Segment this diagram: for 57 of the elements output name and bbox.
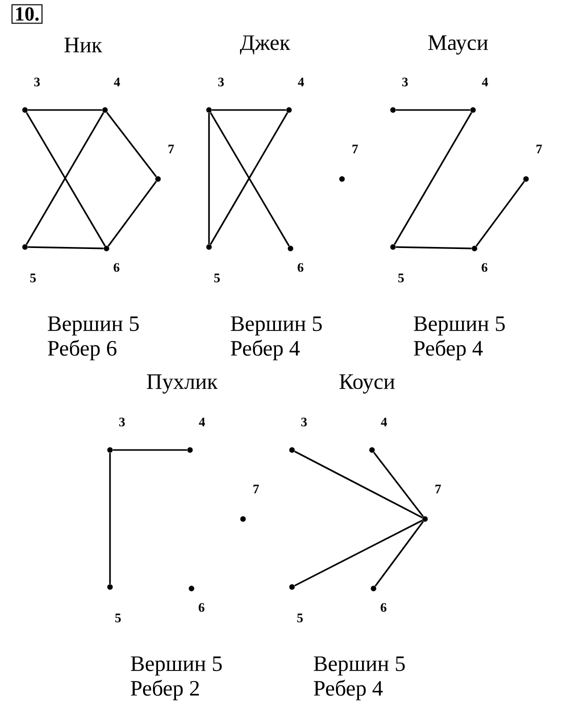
graph-edge [396,109,470,111]
count-label: Вершин 5 [48,316,139,336]
graph-edge [396,246,472,250]
graph-edge [374,520,424,587]
vertex-number: 7 [168,144,174,154]
vertex-number: 5 [115,614,121,622]
vertex-number: 4 [482,78,488,86]
graph-edge [476,180,525,247]
vertex-number: 6 [380,603,386,612]
vertex-number: 6 [482,263,488,272]
count-label: Вершин 5 [414,316,505,336]
graph-edge [109,452,111,584]
vertex-number: 7 [536,144,542,154]
vertex-number: 4 [114,78,120,86]
vertex-number: 4 [380,418,387,426]
graph-title: Коуси [340,374,395,394]
count-label: Ребер 6 [48,340,116,360]
graph-edge [28,246,104,250]
vertex-number: 3 [119,418,125,426]
vertex-number: 7 [254,484,259,494]
graph-title: Пухлик [146,374,218,394]
graph-edge [294,520,423,586]
graph-edge [294,450,423,518]
graph-edge [112,449,188,451]
graph-edge [28,109,102,111]
vertex-number: 5 [30,274,36,282]
vertex-number: 3 [218,78,224,86]
graph-edge [394,112,472,245]
graph-title: Джек [240,35,290,55]
vertex-number: 7 [352,144,358,154]
graph-edge [108,180,157,247]
count-label: Ребер 4 [314,680,383,700]
vertex-number: 6 [198,603,204,612]
count-label: Ребер 4 [230,340,300,360]
count-label: Вершин 5 [230,316,322,336]
graph-title: Мауси [428,35,488,55]
vertex-number: 3 [34,78,40,86]
vertex-number: 5 [214,274,220,282]
graph-title: Ник [64,38,102,52]
graph-edge [208,112,210,244]
vertex-number: 7 [436,484,441,494]
graph-edge [106,112,157,178]
vertex-number: 5 [297,614,303,622]
vertex-number: 3 [301,418,307,426]
vertex-number: 5 [398,274,404,282]
vertex-number: 6 [114,263,120,272]
count-label: Ребер 2 [130,680,199,700]
graph-edge [212,109,286,111]
vertex-number: 4 [298,78,304,86]
count-label: Вершин 5 [314,656,405,676]
count-label: Ребер 4 [414,340,483,360]
vertex-number: 6 [298,263,304,272]
vertex-number: 3 [402,78,408,86]
count-label: Вершин 5 [130,656,222,676]
vertex-number: 4 [198,418,205,426]
graph-edge [373,452,424,518]
problem-number: 10. [12,4,42,24]
